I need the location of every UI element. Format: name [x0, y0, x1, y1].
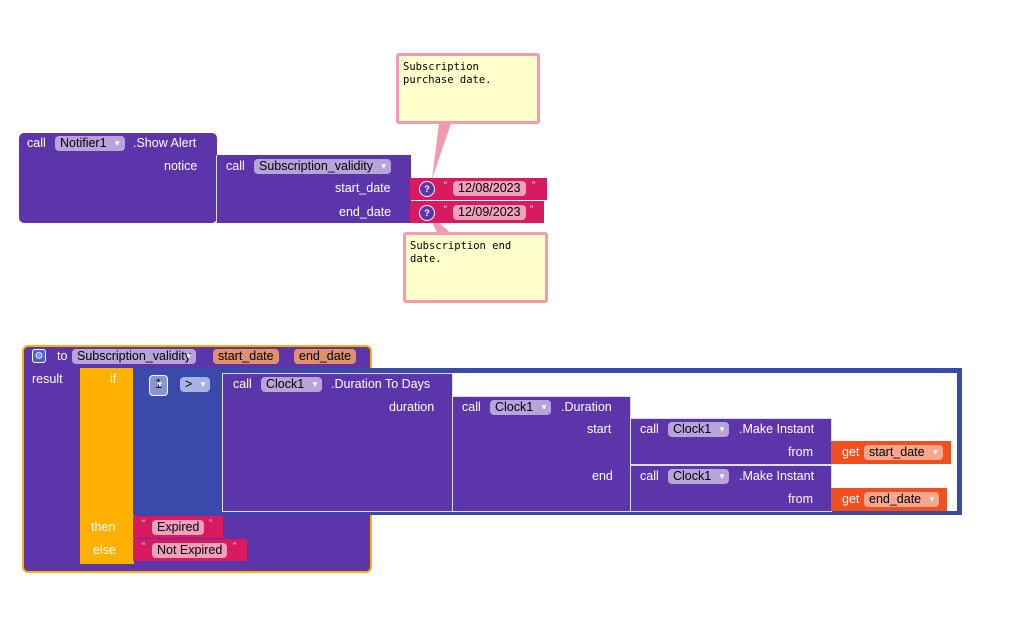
help-icon[interactable]: ? — [419, 181, 435, 197]
get-label: get — [842, 445, 860, 459]
variable-dropdown[interactable]: end_date — [864, 492, 940, 507]
call-label: call — [640, 469, 659, 483]
component-dropdown[interactable]: Notifier1 — [55, 136, 125, 151]
call-label: call — [27, 136, 46, 150]
procedure-dropdown[interactable]: Subscription_validity — [254, 159, 391, 174]
clock-dropdown[interactable]: Clock1 — [668, 469, 730, 484]
method-label: .Duration To Days — [331, 377, 431, 391]
comment-text: Subscription purchase date. — [403, 61, 492, 86]
gear-icon[interactable]: ⚙ — [32, 349, 46, 363]
call-label: call — [226, 159, 245, 173]
end-date-label: end_date — [339, 205, 392, 219]
call-label: call — [640, 422, 659, 436]
get-label: get — [842, 492, 860, 506]
if-label: if — [110, 372, 117, 386]
not-expired-value[interactable]: Not Expired — [152, 543, 228, 558]
expired-value[interactable]: Expired — [152, 520, 205, 535]
clock-dropdown[interactable]: Clock1 — [261, 377, 323, 392]
end-date-value[interactable]: 12/09/2023 — [453, 205, 526, 220]
clock-dropdown[interactable]: Clock1 — [490, 400, 552, 415]
help-icon[interactable]: ? — [419, 205, 435, 221]
then-label: then — [91, 520, 116, 534]
param-start-date[interactable]: start_date — [213, 349, 279, 364]
duration-to-days-block[interactable] — [222, 373, 453, 512]
method-label: .Make Instant — [739, 422, 815, 436]
param-end-date[interactable]: end_date — [294, 349, 357, 364]
end-label: end — [592, 469, 613, 483]
call-label: call — [462, 400, 481, 414]
to-label: to — [57, 349, 68, 363]
start-label: start — [587, 422, 612, 436]
result-label: result — [32, 372, 63, 386]
call-label: call — [233, 377, 252, 391]
from-label: from — [788, 445, 813, 459]
procedure-name-field[interactable]: Subscription_validity — [72, 349, 196, 364]
duration-label: duration — [389, 400, 435, 414]
comment-pointer — [432, 115, 454, 179]
from-label: from — [788, 492, 813, 506]
comment-start-date[interactable]: Subscription purchase date. — [396, 53, 540, 124]
start-date-label: start_date — [335, 181, 391, 195]
make-instant-end-block[interactable] — [630, 465, 832, 512]
comment-end-date[interactable]: Subscription end date. — [403, 232, 548, 303]
notice-label: notice — [164, 159, 198, 173]
clock-dropdown[interactable]: Clock1 — [668, 422, 730, 437]
variable-dropdown[interactable]: start_date — [864, 445, 943, 460]
method-label: .Show Alert — [133, 136, 197, 150]
start-date-value[interactable]: 12/08/2023 — [453, 181, 526, 196]
operator-dropdown[interactable]: > — [180, 377, 211, 392]
number-block[interactable]: 1 — [149, 375, 168, 396]
method-label: .Make Instant — [739, 469, 815, 483]
if-then-else-block[interactable] — [80, 368, 134, 564]
method-label: .Duration — [561, 400, 612, 414]
comment-text: Subscription end date. — [410, 240, 512, 265]
else-label: else — [93, 543, 116, 557]
